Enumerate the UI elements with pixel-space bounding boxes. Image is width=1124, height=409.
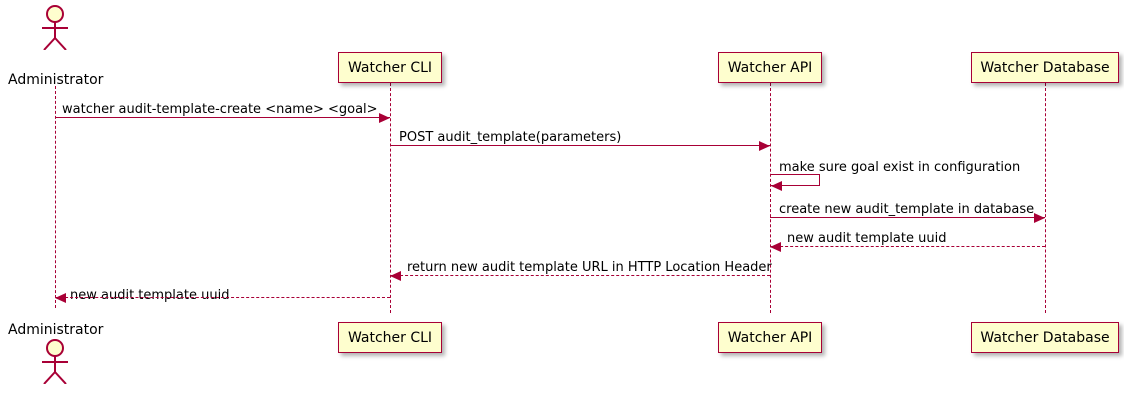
message-arrowhead-4 — [1034, 213, 1045, 223]
message-label-7: new audit template uuid — [70, 288, 230, 303]
participant-box-watcher-api-bottom[interactable]: Watcher API — [718, 322, 822, 353]
message-label-3: make sure goal exist in configuration — [779, 160, 1021, 175]
participant-label-watcher-cli: Watcher CLI — [347, 59, 433, 76]
participant-label-watcher-api: Watcher API — [727, 329, 813, 346]
message-label-6: return new audit template URL in HTTP Lo… — [407, 260, 772, 275]
message-arrowhead-1 — [379, 113, 390, 123]
participant-box-watcher-cli-bottom[interactable]: Watcher CLI — [338, 322, 442, 353]
participant-label-watcher-database: Watcher Database — [980, 329, 1110, 346]
message-label-1: watcher audit-template-create <name> <go… — [62, 102, 378, 117]
message-label-5: new audit template uuid — [787, 231, 947, 246]
message-line-2[interactable] — [390, 145, 770, 146]
actor-icon-administrator-bottom — [35, 338, 75, 388]
message-arrowhead-3 — [771, 181, 782, 191]
message-line-6[interactable] — [390, 275, 770, 276]
message-arrowhead-6 — [390, 271, 401, 281]
participant-box-watcher-database-top[interactable]: Watcher Database — [971, 52, 1119, 83]
participant-label-watcher-database: Watcher Database — [980, 59, 1110, 76]
message-arrowhead-7 — [55, 293, 66, 303]
lifeline-watcher-database — [1045, 83, 1046, 313]
message-label-4: create new audit_template in database — [779, 202, 1035, 217]
message-line-5[interactable] — [770, 246, 1045, 247]
participant-label-watcher-cli: Watcher CLI — [347, 329, 433, 346]
actor-label-administrator-top: Administrator — [8, 72, 104, 88]
participant-box-watcher-database-bottom[interactable]: Watcher Database — [971, 322, 1119, 353]
actor-icon-administrator-top — [35, 4, 75, 54]
message-line-4[interactable] — [770, 217, 1045, 218]
participant-box-watcher-api-top[interactable]: Watcher API — [718, 52, 822, 83]
message-label-2: POST audit_template(parameters) — [399, 130, 622, 145]
lifeline-watcher-cli — [390, 83, 391, 313]
participant-label-watcher-api: Watcher API — [727, 59, 813, 76]
message-self-loop-3[interactable] — [770, 174, 820, 186]
lifeline-watcher-api — [770, 83, 771, 313]
lifeline-administrator — [55, 86, 56, 308]
message-arrowhead-2 — [759, 141, 770, 151]
message-line-1[interactable] — [55, 117, 390, 118]
participant-box-watcher-cli-top[interactable]: Watcher CLI — [338, 52, 442, 83]
message-arrowhead-5 — [770, 242, 781, 252]
actor-label-administrator-bottom: Administrator — [8, 322, 104, 338]
message-line-7[interactable] — [55, 297, 390, 298]
